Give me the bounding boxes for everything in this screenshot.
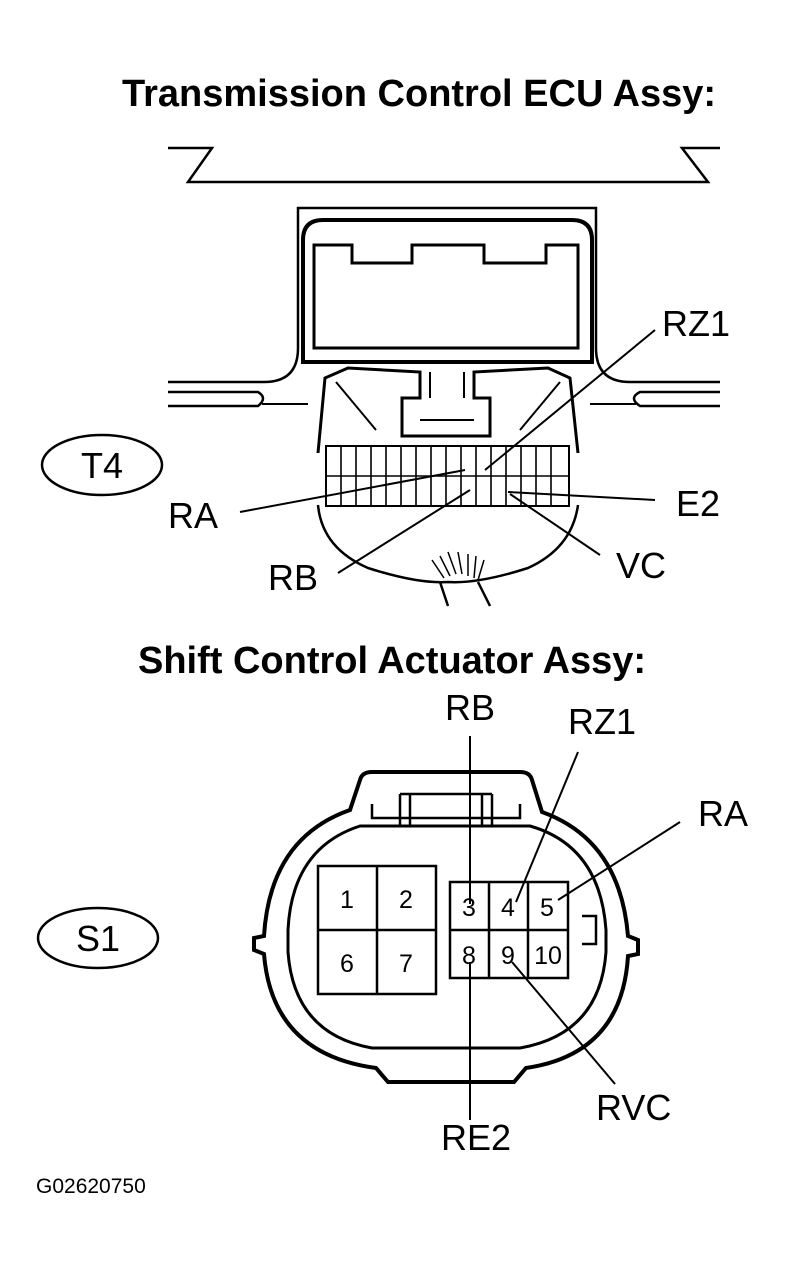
pin-number: 4	[501, 894, 515, 922]
pin-number: 1	[340, 886, 354, 914]
s1-connector-oval	[36, 906, 160, 970]
s1-connector-id: S1	[76, 918, 120, 959]
actuator-label-rvc: RVC	[596, 1087, 671, 1128]
actuator-label-rb: RB	[445, 687, 495, 728]
leader-ecu-vc	[509, 493, 601, 556]
ecu-label-rb: RB	[268, 557, 318, 598]
t4-connector-id: T4	[81, 445, 123, 486]
actuator-title: Shift Control Actuator Assy:	[138, 640, 646, 682]
ecu-label-vc: VC	[616, 545, 666, 586]
actuator-label-ra: RA	[698, 793, 748, 834]
pin-number: 3	[462, 894, 476, 922]
leader-actuator-ra	[557, 821, 681, 901]
pin-number: 8	[462, 942, 476, 970]
ecu-label-e2: E2	[676, 483, 720, 524]
pin-number: 6	[340, 950, 354, 978]
ecu-label-ra: RA	[168, 495, 218, 536]
figure-code: G02620750	[36, 1175, 146, 1198]
actuator-label-rz1: RZ1	[568, 701, 636, 742]
ecu-housing-edge	[168, 146, 720, 184]
leader-ecu-rz1	[484, 329, 656, 471]
pin-number: 2	[399, 886, 413, 914]
pin-number: 10	[534, 942, 562, 970]
leader-actuator-rvc	[511, 961, 616, 1085]
s1-connector-drawing	[252, 770, 640, 1084]
leader-ecu-e2	[507, 491, 656, 501]
pin-number: 5	[540, 894, 554, 922]
ecu-label-rz1: RZ1	[662, 303, 730, 344]
leader-ecu-rb	[337, 489, 471, 574]
pin-number: 9	[501, 942, 515, 970]
ecu-title: Transmission Control ECU Assy:	[122, 73, 716, 115]
pin-number: 7	[399, 950, 413, 978]
actuator-label-re2: RE2	[441, 1117, 511, 1158]
t4-connector-oval	[40, 433, 164, 497]
leader-actuator-rz1	[515, 751, 579, 903]
leader-ecu-ra	[239, 469, 466, 513]
